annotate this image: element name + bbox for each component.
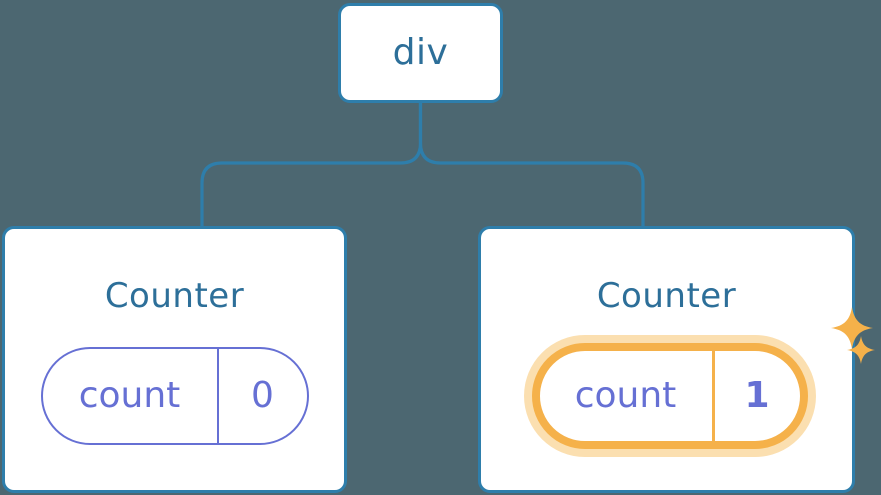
state-value-right: 1	[744, 375, 770, 416]
state-pill-right-highlight: count 1	[523, 307, 875, 457]
state-value-left: 0	[251, 375, 274, 416]
state-key-right: count	[540, 351, 715, 441]
node-counter-right[interactable]: Counter count 1	[478, 226, 875, 493]
node-counter-left-label: Counter	[104, 276, 245, 316]
sparkle-large-icon	[830, 307, 873, 349]
node-div-label: div	[392, 32, 449, 73]
state-pill-right[interactable]: count 1	[523, 307, 875, 457]
state-pill-left[interactable]: count 0	[40, 347, 309, 445]
connector-right	[418, 101, 645, 228]
state-key-left: count	[43, 349, 219, 443]
state-pill-right-body: count 1	[531, 343, 808, 449]
node-div[interactable]: div	[338, 3, 503, 103]
state-pill-left-body: count 0	[40, 347, 309, 445]
sparkle-small-icon	[846, 336, 875, 364]
connector-left	[200, 101, 423, 228]
node-counter-right-label: Counter	[596, 276, 737, 316]
node-counter-left[interactable]: Counter count 0	[2, 226, 347, 493]
